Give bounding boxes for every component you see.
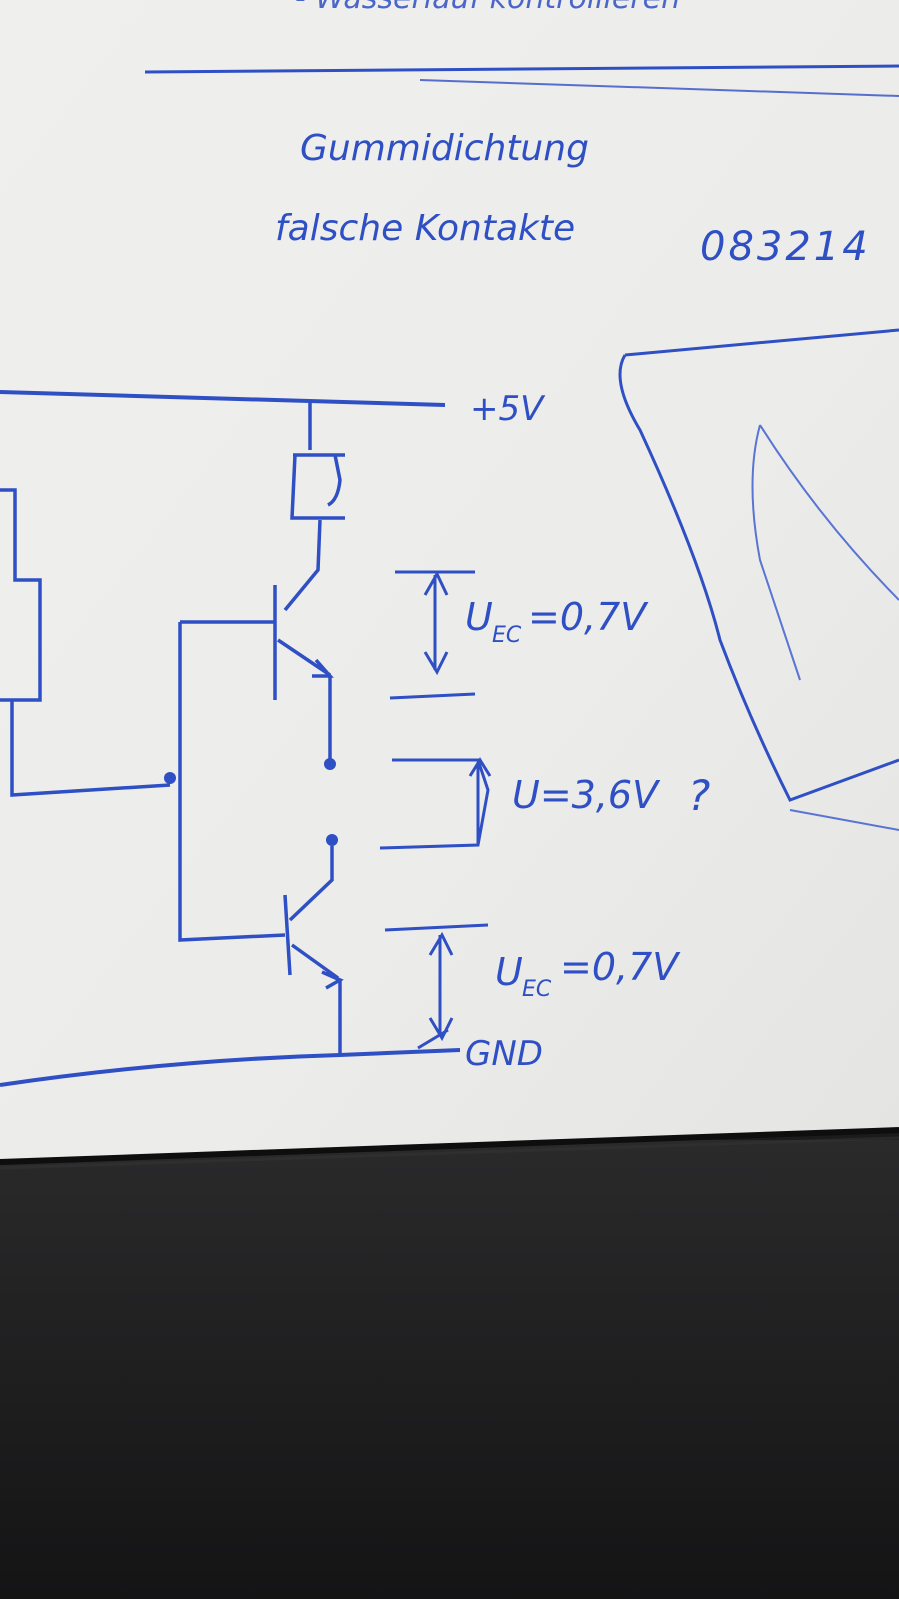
sketch-inner xyxy=(751,424,899,831)
u-ec-upper-subscript: EC xyxy=(492,623,522,648)
transistor-lower xyxy=(283,846,344,1055)
u-middle-mark: ? xyxy=(688,771,710,820)
supply-rail xyxy=(0,390,446,407)
node-dot-upper xyxy=(324,758,336,770)
separator-line xyxy=(144,64,899,74)
u-ec-lower-subscript: EC xyxy=(522,977,552,1002)
left-wire xyxy=(10,700,171,797)
coil-component xyxy=(290,453,345,520)
u-ec-lower-value: =0,7V xyxy=(560,945,681,989)
junction-dot xyxy=(164,772,176,784)
paper-edge xyxy=(0,1127,899,1165)
u-middle-label: U=3,6V xyxy=(512,773,661,817)
note-number: 083214 xyxy=(700,224,871,270)
measure-upper xyxy=(389,570,476,700)
u-ec-upper-symbol: U xyxy=(465,595,493,639)
transistor-upper xyxy=(180,585,334,760)
coil-to-transistor xyxy=(283,519,322,612)
desk-surface xyxy=(0,1140,899,1599)
measure-lower xyxy=(384,923,489,1050)
node-dot-lower xyxy=(326,834,338,846)
separator-line-2 xyxy=(419,79,899,97)
u-ec-lower-symbol: U xyxy=(495,950,523,994)
u-ec-upper-value: =0,7V xyxy=(528,595,649,639)
measure-middle xyxy=(379,757,492,850)
base-bus xyxy=(178,622,286,942)
paper-sheet xyxy=(0,0,899,1160)
ground-rail xyxy=(0,1048,461,1087)
note-line-1: Gummidichtung xyxy=(300,128,589,169)
top-scribble: - Wasserlauf kontrollieren xyxy=(295,0,680,16)
ground-label: GND xyxy=(465,1034,543,1074)
paper-edge-shadow xyxy=(0,1136,899,1170)
left-resistor xyxy=(0,488,42,702)
note-line-2: falsche Kontakte xyxy=(275,208,575,249)
supply-label: +5V xyxy=(470,389,546,429)
sketch-outline xyxy=(618,328,899,802)
